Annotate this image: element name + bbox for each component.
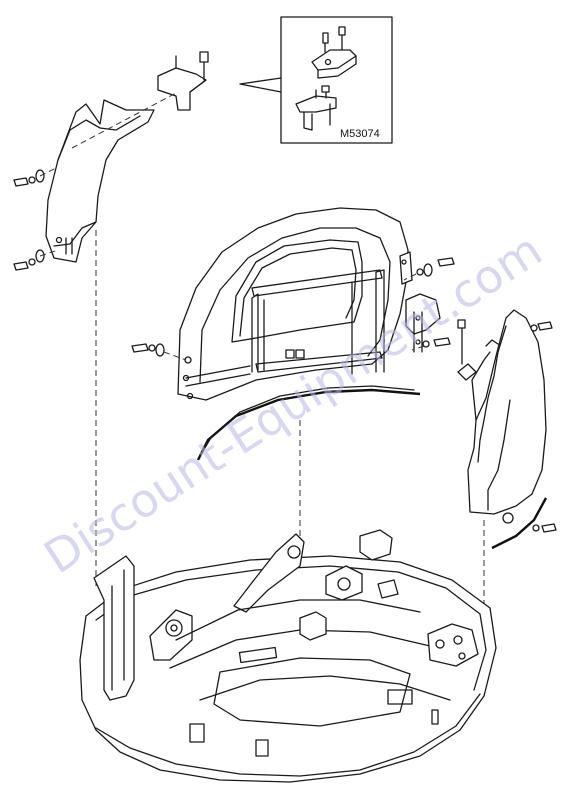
- hood-hole-lower: [182, 374, 190, 382]
- bolt-right-lower: [422, 337, 451, 348]
- right-fender-panel: [467, 309, 548, 550]
- detail-callout-pointer: [239, 77, 282, 93]
- detail-callout-frame: [280, 16, 393, 144]
- hood-bolt-left: [131, 343, 187, 361]
- bolt-upper-left: [13, 169, 45, 187]
- bolt-lower-left: [13, 249, 45, 271]
- right-fender-bolts: [530, 321, 557, 533]
- engine-hood-cover: [177, 207, 421, 461]
- right-fender-latch: [457, 319, 477, 381]
- left-fender-bolts: [13, 91, 179, 271]
- left-hinge-bracket: [157, 51, 209, 111]
- right-fender-hole: [502, 512, 514, 524]
- detail-bracket-lower: [295, 85, 337, 131]
- bolt-right-bottom: [532, 523, 557, 533]
- detail-bracket-upper: [311, 26, 357, 79]
- bolt-right-top: [530, 321, 553, 332]
- bolt-right-upper: [416, 257, 455, 277]
- left-fender-panel: [45, 99, 155, 263]
- hood-bolts-right: [403, 257, 455, 351]
- detail-callout-label: M53074: [340, 128, 380, 140]
- base-frame-chassis: [79, 529, 497, 783]
- right-hinge-bracket: [405, 293, 441, 353]
- detail-callout: M53074: [239, 16, 393, 144]
